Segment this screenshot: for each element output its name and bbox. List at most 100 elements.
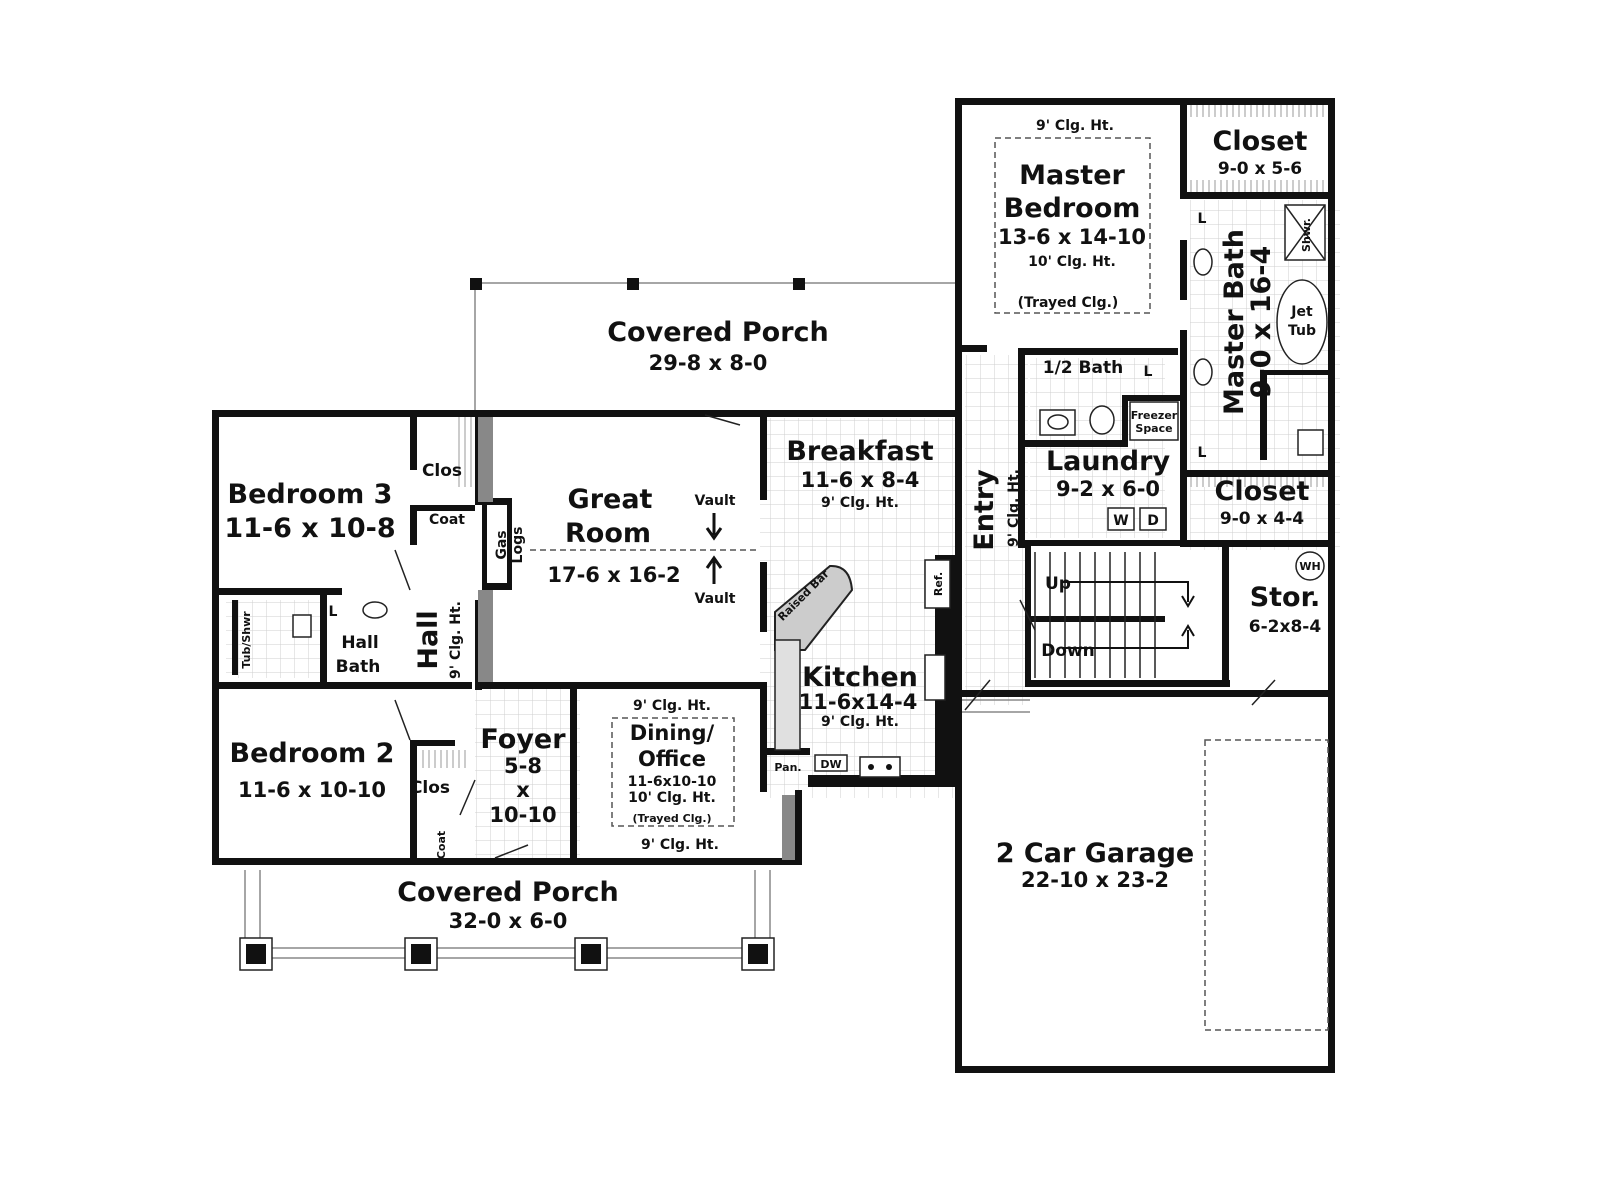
storage-dim: 6-2x8-4 — [1249, 617, 1322, 637]
great-room-vault-bottom: Vault — [695, 591, 736, 607]
dining-clg-1: 10' Clg. Ht. — [628, 790, 716, 806]
storage: WH Stor. 6-2x8-4 — [1249, 551, 1325, 637]
laundry-dim: 9-2 x 6-0 — [1056, 477, 1160, 501]
hall-area: Hall 9' Clg. Ht. Hall Bath Tub/Shwr L — [240, 601, 464, 679]
master-closet-title: Closet — [1213, 126, 1308, 157]
master-clg-2: (Trayed Clg.) — [1018, 295, 1119, 311]
dryer-label: D — [1147, 513, 1159, 529]
great-room: Great Room 17-6 x 16-2 Vault Vault Gas L… — [494, 484, 760, 607]
front-covered-porch: Covered Porch 32-0 x 6-0 — [239, 870, 775, 971]
foyer-dim-3: 10-10 — [489, 803, 556, 827]
laundry-title: Laundry — [1046, 446, 1171, 477]
breakfast-dim: 11-6 x 8-4 — [801, 468, 920, 492]
closet-2: Closet 9-0 x 4-4 — [1187, 476, 1328, 529]
bedroom-2: Bedroom 2 11-6 x 10-10 Clos Coat — [230, 738, 468, 859]
breakfast: Breakfast 11-6 x 8-4 9' Clg. Ht. — [786, 436, 933, 511]
kitchen-clg: 9' Clg. Ht. — [821, 714, 899, 730]
entry-title: Entry — [969, 469, 1000, 551]
master-bath-dim: 9-0 x 16-4 — [1246, 246, 1277, 399]
bedroom2-coat-label: Coat — [435, 831, 448, 859]
half-bath-l: L — [1144, 364, 1153, 380]
great-room-title-1: Great — [568, 484, 653, 515]
garage: 2 Car Garage 22-10 x 23-2 — [962, 699, 1329, 1031]
master-clg-1: 10' Clg. Ht. — [1028, 254, 1116, 270]
bedroom3-dim: 11-6 x 10-8 — [224, 513, 395, 544]
bedroom3-coat-label: Coat — [429, 512, 465, 528]
hall-bath-l-label: L — [329, 604, 338, 620]
master-bath: Shwr. Jet Tub Master Bath 9-0 x 16-4 L L — [1193, 204, 1328, 461]
bedroom3-closet-label: Clos — [422, 461, 462, 481]
storage-title: Stor. — [1250, 582, 1321, 613]
master-clg-top: 9' Clg. Ht. — [1036, 118, 1114, 134]
washer-label: W — [1113, 513, 1128, 529]
dining-title-2: Office — [638, 747, 706, 771]
foyer: Foyer 5-8 x 10-10 — [480, 724, 566, 859]
ref-label: Ref. — [932, 572, 945, 596]
dining-clg-top: 9' Clg. Ht. — [633, 698, 711, 714]
dishwasher-label: DW — [820, 758, 841, 771]
hall-clg: 9' Clg. Ht. — [448, 601, 464, 679]
closet2-dim: 9-0 x 4-4 — [1220, 509, 1304, 529]
master-title-1: Master — [1019, 160, 1125, 191]
master-title-2: Bedroom — [1004, 193, 1141, 224]
hall-bath-title-1: Hall — [341, 633, 378, 653]
stairs-down-label: Down — [1041, 641, 1095, 661]
front-porch-title: Covered Porch — [397, 877, 619, 908]
hall-bath-tub-label: Tub/Shwr — [240, 611, 253, 669]
half-bath: 1/2 Bath L Freezer Space — [1039, 358, 1179, 441]
rear-covered-porch: Covered Porch 29-8 x 8-0 — [470, 278, 955, 413]
front-porch-dim: 32-0 x 6-0 — [449, 909, 568, 933]
breakfast-clg: 9' Clg. Ht. — [821, 495, 899, 511]
hall-bath-title-2: Bath — [336, 657, 381, 677]
master-bath-l1: L — [1198, 211, 1207, 227]
stairs: Up Down — [1034, 552, 1195, 678]
water-heater-label: WH — [1299, 560, 1320, 573]
bedroom3-title: Bedroom 3 — [228, 479, 393, 510]
breakfast-title: Breakfast — [786, 436, 933, 467]
half-bath-title: 1/2 Bath — [1043, 358, 1123, 378]
jet-tub-label-1: Jet — [1290, 304, 1313, 320]
dining-office: 9' Clg. Ht. Dining/ Office 11-6x10-10 10… — [611, 698, 735, 853]
freezer-label-2: Space — [1135, 422, 1172, 435]
foyer-title: Foyer — [480, 724, 566, 755]
gas-logs-label-2: Logs — [510, 527, 526, 564]
kitchen-title: Kitchen — [802, 662, 918, 693]
master-closet-dim: 9-0 x 5-6 — [1218, 159, 1302, 179]
bedroom-3: Bedroom 3 11-6 x 10-8 Clos Coat — [224, 417, 473, 544]
walls — [212, 98, 1335, 1073]
rear-porch-title: Covered Porch — [607, 317, 829, 348]
great-room-dim: 17-6 x 16-2 — [547, 563, 680, 587]
dining-dim: 11-6x10-10 — [628, 774, 717, 790]
gas-logs-label-1: Gas — [494, 530, 510, 559]
great-room-title-2: Room — [565, 518, 651, 549]
master-closet: Closet 9-0 x 5-6 — [1187, 105, 1328, 192]
freezer-label-1: Freezer — [1131, 409, 1178, 422]
bedroom2-dim: 11-6 x 10-10 — [238, 778, 386, 802]
great-room-vault-top: Vault — [695, 493, 736, 509]
closet2-title: Closet — [1215, 476, 1310, 507]
laundry: Laundry 9-2 x 6-0 W D — [1046, 446, 1171, 531]
stairs-up-label: Up — [1045, 574, 1071, 594]
garage-dim: 22-10 x 23-2 — [1021, 868, 1169, 892]
dining-clg-2: (Trayed Clg.) — [632, 812, 711, 825]
master-bath-title: Master Bath — [1219, 229, 1250, 415]
master-bedroom: 9' Clg. Ht. Master Bedroom 13-6 x 14-10 … — [994, 118, 1151, 314]
entry-clg: 9' Clg. Ht. — [1006, 469, 1022, 547]
foyer-dim-2: x — [516, 778, 530, 802]
foyer-dim-1: 5-8 — [504, 754, 542, 778]
shower-label: Shwr. — [1300, 218, 1313, 252]
entry: Entry 9' Clg. Ht. — [969, 469, 1022, 551]
kitchen-dim: 11-6x14-4 — [799, 690, 918, 714]
master-bath-l2: L — [1198, 445, 1207, 461]
master-dim: 13-6 x 14-10 — [998, 225, 1146, 249]
bedroom2-closet-label: Clos — [410, 778, 450, 798]
dining-clg-bottom: 9' Clg. Ht. — [641, 837, 719, 853]
dining-title-1: Dining/ — [630, 721, 715, 745]
rear-porch-dim: 29-8 x 8-0 — [649, 351, 768, 375]
bedroom2-title: Bedroom 2 — [230, 738, 395, 769]
pantry-label: Pan. — [774, 761, 801, 774]
garage-title: 2 Car Garage — [996, 838, 1195, 869]
jet-tub-label-2: Tub — [1288, 323, 1316, 339]
door-swings — [394, 414, 1276, 816]
